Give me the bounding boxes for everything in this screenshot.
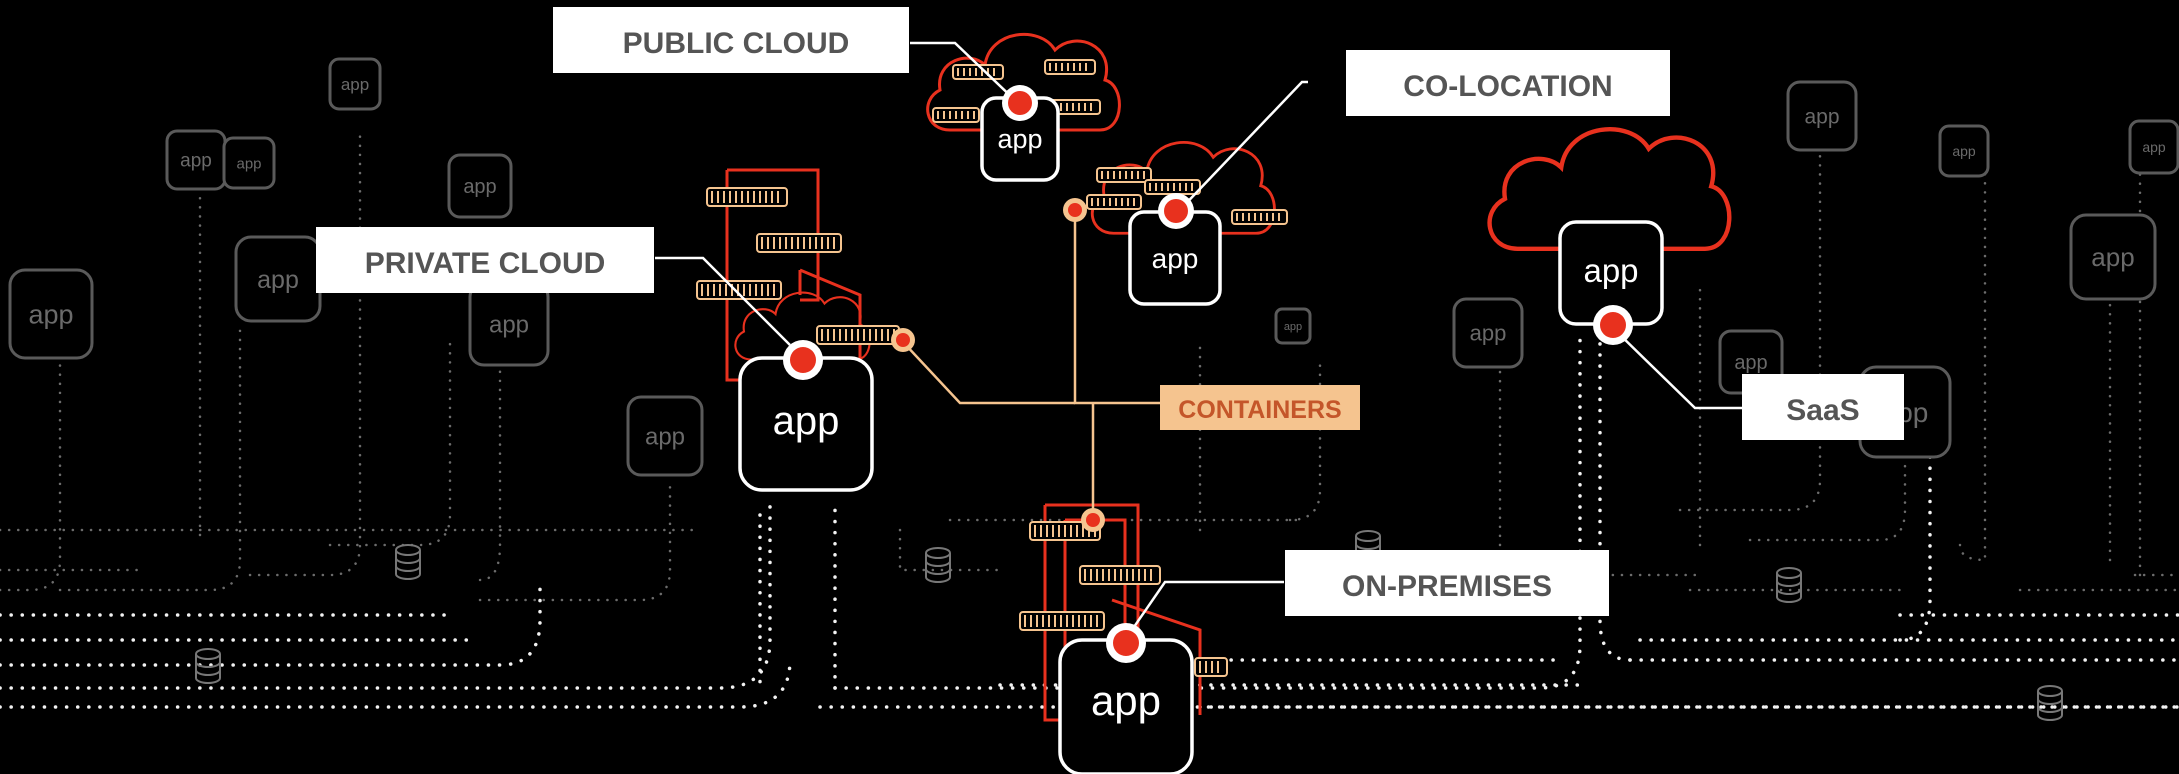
container-chip	[1044, 59, 1096, 75]
svg-text:SaaS: SaaS	[1786, 394, 1859, 427]
background-app-box: app	[1786, 80, 1858, 152]
background-app-box: app	[2128, 119, 2179, 175]
background-app-box: app	[1274, 307, 1312, 345]
container-chip	[696, 280, 782, 300]
database-icon	[195, 648, 221, 684]
container-chips	[696, 59, 1288, 677]
container-chip	[1144, 179, 1201, 195]
svg-text:app: app	[236, 155, 261, 172]
svg-text:app: app	[489, 311, 529, 338]
container-chip	[1231, 209, 1288, 225]
background-app-box: app	[8, 268, 94, 360]
svg-text:app: app	[997, 124, 1042, 154]
background-app-box: app	[1938, 124, 1990, 178]
container-nodes	[891, 198, 1105, 532]
svg-text:app: app	[1952, 143, 1976, 159]
svg-text:app: app	[28, 299, 73, 329]
database-icon	[395, 544, 421, 580]
connector-lines	[655, 41, 1748, 641]
label-saas: SaaS	[1742, 374, 1904, 440]
label-public-cloud: PUBLIC CLOUD	[553, 7, 909, 73]
svg-text:app: app	[180, 151, 212, 172]
background-app-box: app	[222, 136, 276, 190]
svg-text:app: app	[645, 423, 685, 450]
background-app-boxes: app app app app app app app app app app app app app a…	[8, 57, 2179, 477]
svg-text:ON-PREMISES: ON-PREMISES	[1342, 570, 1552, 603]
svg-text:app: app	[257, 266, 299, 294]
label-containers: CONTAINERS	[1160, 385, 1360, 430]
app-box-on-premises: app	[1058, 638, 1194, 774]
container-chip	[952, 64, 1004, 80]
background-app-box: app	[328, 57, 382, 111]
container-chip	[1029, 521, 1101, 541]
svg-text:app: app	[1091, 677, 1161, 724]
background-app-box: app	[468, 281, 550, 367]
svg-text:PRIVATE CLOUD: PRIVATE CLOUD	[365, 247, 606, 280]
container-chip	[1086, 194, 1142, 210]
svg-text:app: app	[1804, 105, 1839, 128]
database-icon	[925, 547, 951, 583]
label-co-location: CO-LOCATION	[1346, 50, 1670, 116]
background-app-box: app	[1452, 297, 1524, 369]
database-icon	[1776, 567, 1802, 603]
container-chip	[932, 107, 980, 123]
svg-text:app: app	[1734, 352, 1767, 374]
label-private-cloud: PRIVATE CLOUD	[316, 227, 654, 293]
container-chip	[1194, 657, 1228, 677]
svg-text:app: app	[1284, 321, 1302, 333]
svg-text:app: app	[1152, 243, 1199, 274]
background-app-box: app	[165, 129, 227, 191]
app-box-saas: app	[1558, 220, 1664, 326]
background-app-box: app	[626, 395, 704, 477]
container-chip	[1079, 565, 1161, 585]
svg-text:app: app	[1470, 321, 1507, 346]
svg-text:app: app	[463, 176, 496, 198]
app-box-co-location: app	[1128, 210, 1222, 306]
svg-text:app: app	[1583, 252, 1638, 289]
background-app-box: app	[2069, 213, 2157, 301]
background-app-box: app	[447, 153, 513, 219]
svg-text:app: app	[2091, 242, 2134, 272]
svg-text:app: app	[341, 75, 369, 94]
container-chip	[756, 233, 842, 253]
svg-text:app: app	[773, 399, 840, 443]
svg-text:PUBLIC CLOUD: PUBLIC CLOUD	[623, 27, 850, 60]
app-box-public-cloud: app	[980, 96, 1060, 182]
label-on-premises: ON-PREMISES	[1285, 550, 1609, 616]
endpoint-nodes	[783, 85, 1633, 663]
svg-text:CONTAINERS: CONTAINERS	[1178, 396, 1341, 424]
container-chip	[816, 325, 900, 345]
background-app-box: app	[234, 235, 322, 323]
container-chip	[1019, 611, 1105, 631]
svg-text:app: app	[2142, 139, 2166, 155]
container-chip	[706, 187, 788, 207]
database-icon	[2037, 685, 2063, 721]
svg-text:CO-LOCATION: CO-LOCATION	[1403, 70, 1612, 103]
container-chip	[1096, 167, 1152, 183]
